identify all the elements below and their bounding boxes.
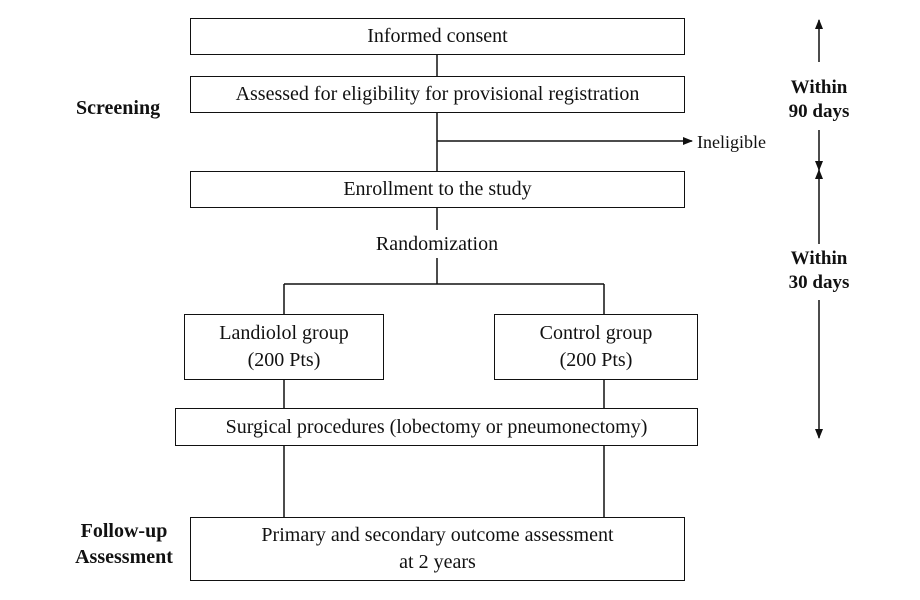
outcome-assessment-line2: at 2 years	[399, 551, 476, 573]
outcome-assessment-box: Primary and secondary outcome assessment…	[190, 517, 685, 581]
within-90-line1: Within	[790, 77, 848, 98]
eligibility-text: Assessed for eligibility for provisional…	[235, 83, 640, 105]
enrollment-text: Enrollment to the study	[343, 178, 532, 200]
landiolol-group-box: Landiolol group (200 Pts)	[184, 314, 384, 380]
within-90-days-label: Within 90 days	[769, 76, 869, 124]
randomization-label: Randomization	[375, 233, 499, 255]
control-group-name: Control group	[539, 322, 653, 344]
within-30-days-label: Within 30 days	[769, 247, 869, 295]
within-30-line1: Within	[790, 248, 848, 269]
surgical-procedures-text: Surgical procedures (lobectomy or pneumo…	[225, 415, 648, 438]
enrollment-box: Enrollment to the study	[190, 171, 685, 208]
followup-phase-label: Follow-up Assessment	[60, 518, 188, 570]
informed-consent-text: Informed consent	[367, 25, 508, 47]
landiolol-group-count: (200 Pts)	[247, 349, 321, 371]
screening-phase-label: Screening	[76, 97, 161, 119]
outcome-assessment-line1: Primary and secondary outcome assessment	[261, 524, 614, 546]
control-group-box: Control group (200 Pts)	[494, 314, 698, 380]
ineligible-label: Ineligible	[697, 132, 766, 152]
eligibility-box: Assessed for eligibility for provisional…	[190, 76, 685, 113]
followup-phase-line1: Follow-up	[80, 520, 168, 542]
followup-phase-line2: Assessment	[75, 546, 173, 568]
within-90-line2: 90 days	[788, 101, 850, 122]
landiolol-group-name: Landiolol group	[219, 322, 349, 344]
within-30-line2: 30 days	[788, 272, 850, 293]
surgical-procedures-box: Surgical procedures (lobectomy or pneumo…	[175, 408, 698, 446]
control-group-count: (200 Pts)	[559, 349, 633, 371]
informed-consent-box: Informed consent	[190, 18, 685, 55]
